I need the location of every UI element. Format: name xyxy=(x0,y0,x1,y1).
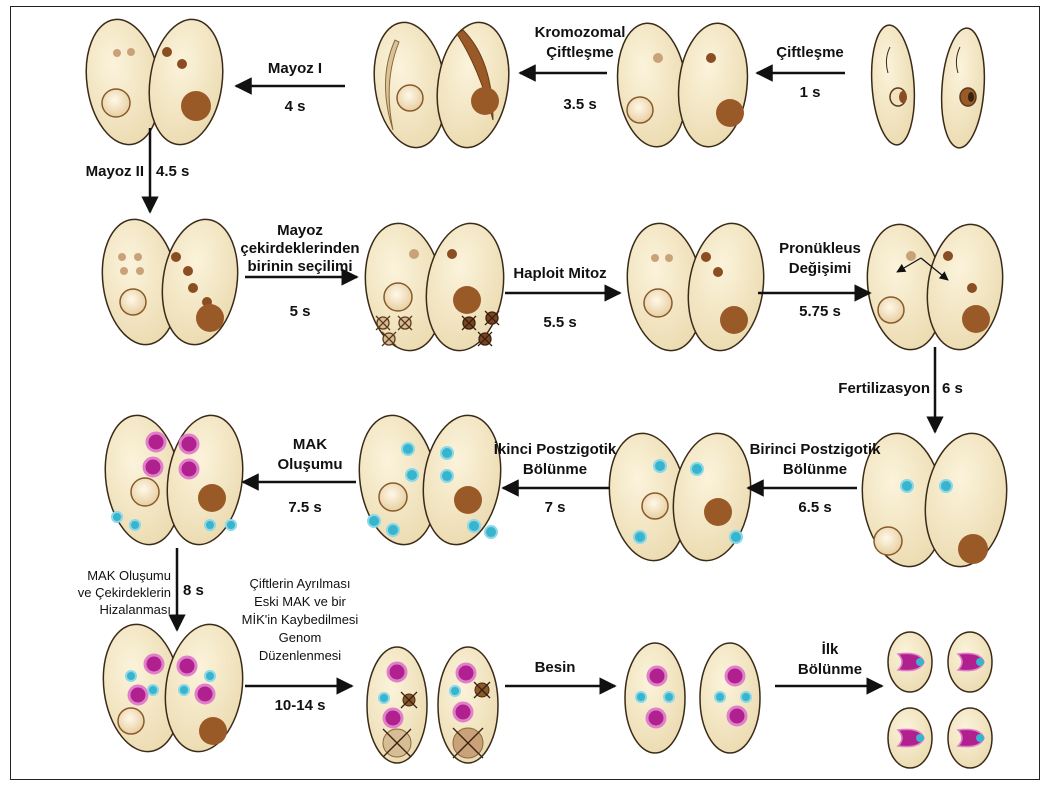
label-mak-1: MAK xyxy=(260,436,360,454)
label-ayr-4: Genom xyxy=(220,630,380,646)
stage-haploid-mitosis xyxy=(619,218,771,355)
stage-pair-chromosomal xyxy=(367,18,517,153)
label-hiz-1: MAK Oluşumu xyxy=(34,568,171,584)
label-ikinci-2: Bölünme xyxy=(475,461,635,479)
label-time-6: 6 s xyxy=(942,380,992,398)
label-hiz-2: ve Çekirdeklerin xyxy=(34,585,171,601)
label-time-7: 7 s xyxy=(520,499,590,517)
label-secim-1: Mayoz xyxy=(230,222,370,240)
stage-meiosis-2 xyxy=(95,214,246,349)
stage-first-division xyxy=(888,632,992,768)
label-time-5: 5 s xyxy=(270,303,330,321)
label-birinci-2: Bölünme xyxy=(735,461,895,479)
stage-pronucleus-exchange xyxy=(860,219,1011,354)
stage-separated-pair xyxy=(367,647,498,763)
stage-selection xyxy=(357,218,511,355)
label-kromozomal: Kromozomal xyxy=(520,24,640,42)
label-besin: Besin xyxy=(515,659,595,677)
label-ikinci-1: İkinci Postzigotik xyxy=(475,441,635,459)
label-ilk-1: İlk xyxy=(790,641,870,659)
stage-refeeding xyxy=(625,643,760,753)
label-time-6-5: 6.5 s xyxy=(770,499,860,517)
label-secim-2: çekirdeklerinden xyxy=(230,240,370,258)
label-birinci-1: Birinci Postzigotik xyxy=(735,441,895,459)
label-time-4: 4 s xyxy=(260,98,330,116)
label-time-7-5: 7.5 s xyxy=(265,499,345,517)
stage-meiosis-1 xyxy=(79,15,231,150)
label-ciftlesme-a: Çiftleşme xyxy=(520,44,640,62)
stage-mating-cells xyxy=(868,24,988,150)
label-ayr-3: MİK'in Kaybedilmesi xyxy=(220,612,380,628)
label-mak-2: Oluşumu xyxy=(260,456,360,474)
label-time-10-14: 10-14 s xyxy=(260,697,340,715)
label-time-1: 1 s xyxy=(780,84,840,102)
label-secim-3: birinin seçilimi xyxy=(230,258,370,276)
label-time-8: 8 s xyxy=(183,582,223,600)
stage-mac-formed xyxy=(97,410,250,549)
label-time-5-5: 5.5 s xyxy=(530,314,590,332)
label-hiz-3: Hizalanması xyxy=(34,602,171,618)
label-haploit: Haploit Mitoz xyxy=(500,265,620,283)
label-time-4-5: 4.5 s xyxy=(156,163,216,181)
label-time-3-5: 3.5 s xyxy=(540,96,620,114)
label-pronukleus-2: Değişimi xyxy=(760,260,880,278)
label-ayr-2: Eski MAK ve bir xyxy=(220,594,380,610)
label-ayr-1: Çiftlerin Ayrılması xyxy=(220,576,380,592)
stage-mac-formation xyxy=(351,410,508,549)
label-mayoz-1: Mayoz I xyxy=(245,60,345,78)
label-fertilizasyon: Fertilizasyon xyxy=(810,380,930,398)
label-ciftlesme-b: Çiftleşme xyxy=(760,44,860,62)
label-pronukleus-1: Pronükleus xyxy=(760,240,880,258)
label-ayr-5: Düzenlenmesi xyxy=(220,648,380,664)
label-ilk-2: Bölünme xyxy=(790,661,870,679)
label-mayoz-2: Mayoz II xyxy=(50,163,144,181)
label-time-5-75: 5.75 s xyxy=(780,303,860,321)
